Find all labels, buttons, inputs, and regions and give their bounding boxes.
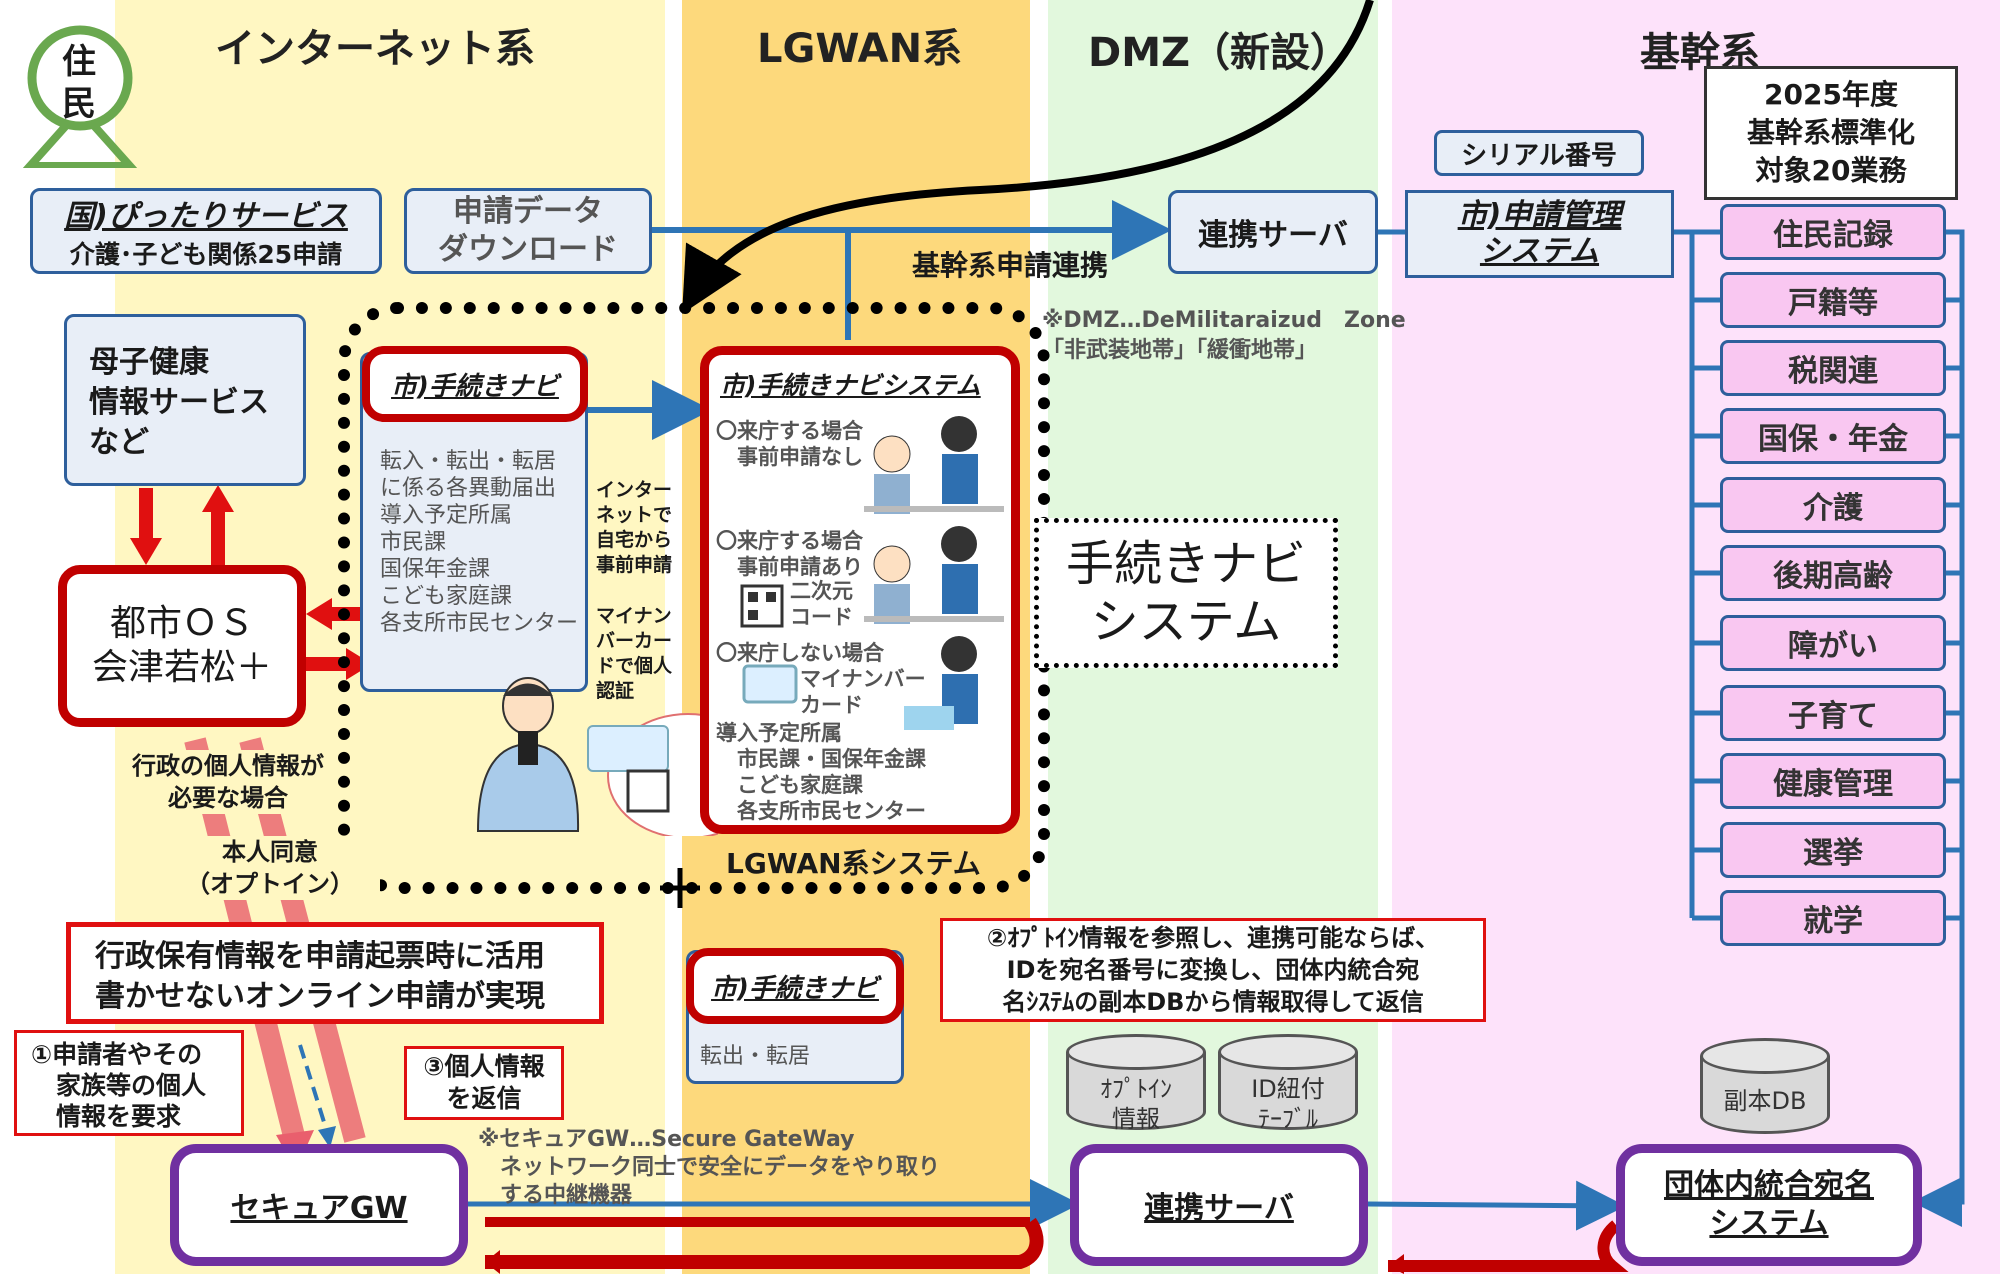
secure-gw-label: セキュアGW xyxy=(230,1191,408,1226)
secure-gw-box: セキュアGW xyxy=(170,1144,468,1266)
renkei-server-bottom-label: 連携サーバ xyxy=(1144,1191,1294,1226)
data-download-box: 申請データ ダウンロード xyxy=(404,188,652,274)
kuni-pittari-service-box: 国)ぴったりサービス 介護･子ども関係25申請 xyxy=(30,188,382,274)
resident-char-2: 民 xyxy=(62,84,96,124)
callout-3: ③個人情報 を返信 xyxy=(404,1046,564,1120)
dantai-atena-label: 団体内統合宛名 システム xyxy=(1664,1168,1874,1241)
navi-lower-title-box: 市)手続きナビ xyxy=(686,948,904,1024)
kuni-pittari-title: 国)ぴったりサービス xyxy=(64,199,348,234)
navi-case3: 〇来庁しない場合 xyxy=(716,641,884,665)
gyomu-item: 戸籍等 xyxy=(1720,272,1946,328)
navi-system-big-label: 手続きナビ システム xyxy=(1034,518,1338,668)
secure-gw-note: ※セキュアGW…Secure GateWay ネットワーク同士で安全にデータをや… xyxy=(478,1127,941,1208)
toshi-os-box: 都市ＯＳ 会津若松＋ xyxy=(58,565,306,727)
gyomu-item: 住民記録 xyxy=(1720,204,1946,260)
gyomu-item: 子育て xyxy=(1720,685,1946,741)
id-table-db-label: ID紐付 ﾃｰﾌﾞﾙ xyxy=(1251,1075,1325,1133)
gyomu-item: 健康管理 xyxy=(1720,753,1946,809)
mynumber-note: マイナン バーカー ドで個人 認証 xyxy=(596,605,673,702)
counter-illustrations xyxy=(864,416,1004,730)
id-table-db-icon: ID紐付 ﾃｰﾌﾞﾙ xyxy=(1218,1034,1358,1133)
navi-system-title: 市)手続きナビシステム xyxy=(720,371,981,400)
resident-char-1: 住 xyxy=(62,42,96,82)
standardization-box: 2025年度 基幹系標準化 対象20業務 xyxy=(1704,66,1958,200)
shinsei-kanri-system-box: 市)申請管理 システム xyxy=(1405,190,1674,278)
kikan-link-label: 基幹系申請連携 xyxy=(912,249,1109,282)
dmz-note: ※DMZ…DeMilitaraizud Zone 「非武装地帯」「緩衝地帯」 xyxy=(1042,308,1406,363)
gyomu-item: 就学 xyxy=(1720,890,1946,946)
resident-badge: 住 民 xyxy=(20,18,140,168)
gyomu-item: 選挙 xyxy=(1720,822,1946,878)
black-curve-arrow xyxy=(682,0,1374,314)
navi-case3-card: マイナンバー カード xyxy=(800,667,926,717)
dmz-zone-title: DMZ（新設） xyxy=(1088,30,1351,76)
boshi-kenko-box: 母子健康 情報サービス など xyxy=(64,314,306,486)
navi-case2: 〇来庁する場合 事前申請あり xyxy=(716,529,863,579)
navi-small-title-box: 市)手続きナビ xyxy=(362,346,588,422)
optin-db-label: ｵﾌﾟﾄｲﾝ 情報 xyxy=(1100,1075,1172,1133)
gyomu-item: 国保・年金 xyxy=(1720,408,1946,464)
renkei-server-top-box: 連携サーバ xyxy=(1168,190,1378,274)
navi-lower-title: 市)手続きナビ xyxy=(711,973,879,1004)
navi-case2-qr: 二次元 コード xyxy=(790,579,853,629)
navi-case1: 〇来庁する場合 事前申請なし xyxy=(716,419,863,469)
navi-depts: 導入予定所属 市民課・国保年金課 こども家庭課 各支所市民センター xyxy=(716,721,926,823)
kuni-pittari-sub: 介護･子ども関係25申請 xyxy=(69,240,343,269)
gyomu-item: 介護 xyxy=(1720,477,1946,533)
navi-lower-sub: 転出・転居 xyxy=(700,1044,811,1069)
navi-small-title: 市)手続きナビ xyxy=(391,371,559,402)
callout-1: ①申請者やその 家族等の個人 情報を要求 xyxy=(14,1030,244,1136)
renkei-server-bottom-box: 連携サーバ xyxy=(1070,1144,1368,1266)
optin-db-icon: ｵﾌﾟﾄｲﾝ 情報 xyxy=(1066,1034,1206,1133)
person-phone-illustration xyxy=(476,677,718,836)
consent-note: 本人同意 （オプトイン） xyxy=(160,836,380,900)
gyomu-item: 後期高齢 xyxy=(1720,545,1946,601)
fukuhon-db-label: 副本DB xyxy=(1723,1087,1807,1115)
gyomu-item: 障がい xyxy=(1720,615,1946,671)
navi-small-list: 転入・転出・転居 に係る各異動届出 導入予定所属 市民課 国保年金課 こども家庭… xyxy=(380,449,579,636)
mynumber-card-icon xyxy=(742,664,798,704)
fukuhon-db-icon: 副本DB xyxy=(1700,1038,1830,1134)
gyomu-item: 税関連 xyxy=(1720,340,1946,396)
lgwan-system-label: LGWAN系システム xyxy=(726,847,981,880)
gyosei-needed-note: 行政の個人情報が 必要な場合 xyxy=(118,750,338,814)
serial-number-box: シリアル番号 xyxy=(1434,130,1644,176)
internet-zone-title: インターネット系 xyxy=(215,26,535,72)
callout-2: ②ｵﾌﾟﾄｲﾝ情報を参照し、連携可能ならば、 IDを宛名番号に変換し、団体内統合… xyxy=(940,918,1486,1022)
internet-note: インター ネットで 自宅から 事前申請 xyxy=(596,479,673,576)
dantai-atena-box: 団体内統合宛名 システム xyxy=(1616,1144,1922,1266)
qr-code-icon xyxy=(740,584,784,628)
lgwan-zone-title: LGWAN系 xyxy=(757,26,963,72)
main-callout: 行政保有情報を申請起票時に活用 書かせないオンライン申請が実現 xyxy=(66,922,604,1024)
